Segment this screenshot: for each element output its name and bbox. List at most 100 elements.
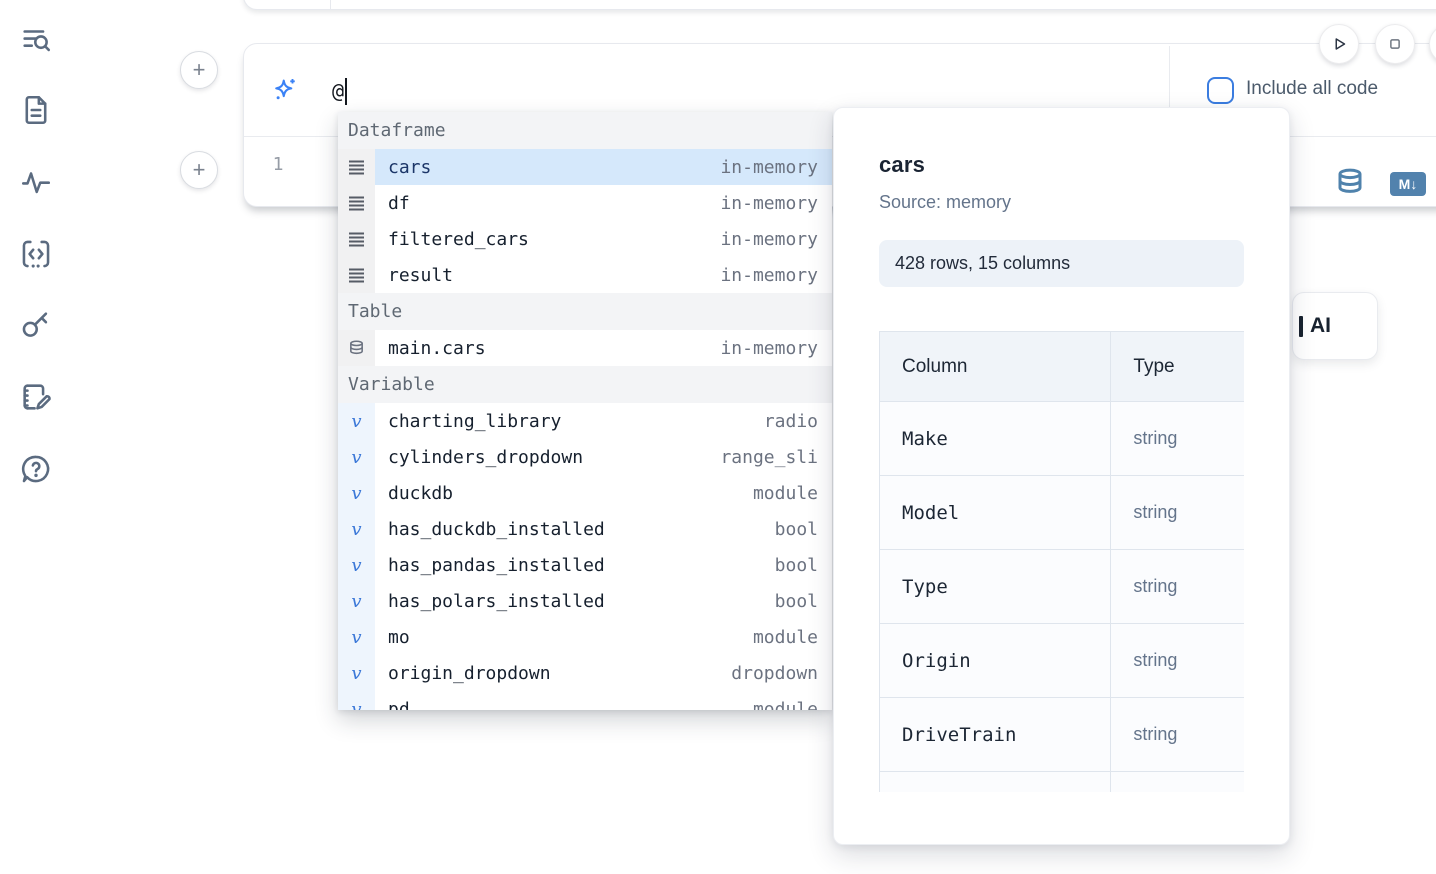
- ai-sparkle-icon: [270, 75, 300, 105]
- include-all-code-checkbox[interactable]: [1207, 77, 1234, 104]
- schema-row: DriveTrainstring: [880, 698, 1245, 772]
- schema-table: Column Type MakestringModelstringTypestr…: [879, 331, 1244, 792]
- autocomplete-item-name: has_duckdb_installed: [375, 519, 775, 540]
- dataframe-preview-panel: cars Source: memory 428 rows, 15 columns…: [833, 107, 1290, 845]
- variable-icon: v: [338, 655, 375, 691]
- run-cell-button[interactable]: [1319, 24, 1359, 64]
- autocomplete-item-type: range_sli: [720, 447, 832, 468]
- autocomplete-item-duckdb[interactable]: vduckdbmodule: [338, 475, 832, 511]
- schema-column-name: DriveTrain: [880, 698, 1111, 772]
- schema-column-name: Type: [880, 550, 1111, 624]
- variable-icon: v: [338, 547, 375, 583]
- stop-icon: [1384, 33, 1406, 55]
- schema-column-name: Model: [880, 476, 1111, 550]
- activity-icon[interactable]: [19, 165, 53, 199]
- schema-header-type: Type: [1111, 332, 1244, 402]
- autocomplete-list: Dataframecarsin-memorydfin-memoryfiltere…: [338, 112, 832, 710]
- autocomplete-dropdown: Dataframecarsin-memorydfin-memoryfiltere…: [338, 112, 832, 710]
- text-cursor: [345, 78, 347, 105]
- scratchpad-icon[interactable]: [19, 380, 53, 414]
- variable-icon: v: [338, 691, 375, 710]
- autocomplete-item-type: in-memory: [720, 338, 832, 359]
- autocomplete-item-type: radio: [764, 411, 832, 432]
- autocomplete-item-filtered_cars[interactable]: filtered_carsin-memory: [338, 221, 832, 257]
- play-icon: [1328, 33, 1350, 55]
- preview-title: cars: [879, 152, 1244, 178]
- autocomplete-item-result[interactable]: resultin-memory: [338, 257, 832, 293]
- key-icon[interactable]: [19, 308, 53, 342]
- schema-row: [880, 772, 1245, 793]
- code-snippet-icon[interactable]: [19, 237, 53, 271]
- dataframe-rows-icon: [338, 221, 375, 257]
- file-document-icon[interactable]: [19, 93, 53, 127]
- variable-icon: v: [338, 511, 375, 547]
- autocomplete-item-cylinders_dropdown[interactable]: vcylinders_dropdownrange_sli: [338, 439, 832, 475]
- schema-header-column: Column: [880, 332, 1111, 402]
- schema-column-type: string: [1111, 624, 1244, 698]
- autocomplete-item-name: filtered_cars: [375, 229, 720, 250]
- autocomplete-item-name: origin_dropdown: [375, 663, 731, 684]
- schema-column-name: Origin: [880, 624, 1111, 698]
- autocomplete-item-name: charting_library: [375, 411, 764, 432]
- schema-column-type: string: [1111, 698, 1244, 772]
- toc-search-icon[interactable]: [19, 23, 53, 57]
- schema-row: Makestring: [880, 402, 1245, 476]
- markdown-icon[interactable]: M↓: [1390, 172, 1426, 196]
- autocomplete-item-type: bool: [775, 591, 832, 612]
- autocomplete-item-type: module: [753, 627, 832, 648]
- schema-row: Modelstring: [880, 476, 1245, 550]
- schema-column-name: [880, 772, 1111, 793]
- schema-column-type: string: [1111, 550, 1244, 624]
- autocomplete-item-name: cylinders_dropdown: [375, 447, 720, 468]
- stop-cell-button[interactable]: [1375, 24, 1415, 64]
- dataframe-rows-icon: [338, 185, 375, 221]
- preview-shape-badge: 428 rows, 15 columns: [879, 240, 1244, 287]
- schema-column-type: string: [1111, 402, 1244, 476]
- previous-cell-gutter-divider: [330, 0, 331, 10]
- variable-icon: v: [338, 619, 375, 655]
- autocomplete-item-type: in-memory: [720, 193, 832, 214]
- autocomplete-item-name: main.cars: [375, 338, 720, 359]
- generate-with-ai-button[interactable]: AI: [1292, 292, 1378, 360]
- variable-icon: v: [338, 583, 375, 619]
- autocomplete-item-has_pandas_installed[interactable]: vhas_pandas_installedbool: [338, 547, 832, 583]
- autocomplete-item-origin_dropdown[interactable]: vorigin_dropdowndropdown: [338, 655, 832, 691]
- autocomplete-group-header: Dataframe: [338, 112, 832, 149]
- autocomplete-item-df[interactable]: dfin-memory: [338, 185, 832, 221]
- autocomplete-group-header: Table: [338, 293, 832, 330]
- autocomplete-item-type: in-memory: [720, 265, 832, 286]
- ai-prompt-input[interactable]: @: [332, 74, 1152, 108]
- autocomplete-item-type: bool: [775, 519, 832, 540]
- variable-icon: v: [338, 403, 375, 439]
- autocomplete-item-type: module: [753, 699, 832, 711]
- autocomplete-item-main.cars[interactable]: main.carsin-memory: [338, 330, 832, 366]
- schema-table-body: MakestringModelstringTypestringOriginstr…: [880, 402, 1245, 793]
- autocomplete-item-has_polars_installed[interactable]: vhas_polars_installedbool: [338, 583, 832, 619]
- autocomplete-item-type: in-memory: [720, 229, 832, 250]
- autocomplete-item-cars[interactable]: carsin-memory: [338, 149, 832, 185]
- autocomplete-item-name: duckdb: [375, 483, 753, 504]
- line-number: 1: [266, 154, 290, 175]
- autocomplete-item-type: module: [753, 483, 832, 504]
- schema-row: Originstring: [880, 624, 1245, 698]
- autocomplete-item-type: dropdown: [731, 663, 832, 684]
- autocomplete-item-charting_library[interactable]: vcharting_libraryradio: [338, 403, 832, 439]
- clipped-letter: [1299, 316, 1303, 337]
- preview-source: Source: memory: [879, 192, 1244, 213]
- autocomplete-item-pd[interactable]: vpdmodule: [338, 691, 832, 710]
- schema-column-type: [1111, 772, 1244, 793]
- autocomplete-item-mo[interactable]: vmomodule: [338, 619, 832, 655]
- autocomplete-item-has_duckdb_installed[interactable]: vhas_duckdb_installedbool: [338, 511, 832, 547]
- add-cell-button-top[interactable]: +: [180, 51, 218, 89]
- help-chat-icon[interactable]: [19, 452, 53, 486]
- autocomplete-item-name: mo: [375, 627, 753, 648]
- autocomplete-item-name: result: [375, 265, 720, 286]
- autocomplete-item-name: has_polars_installed: [375, 591, 775, 612]
- schema-table-wrap: Column Type MakestringModelstringTypestr…: [879, 331, 1244, 792]
- database-icon[interactable]: [1335, 164, 1365, 202]
- autocomplete-item-name: df: [375, 193, 720, 214]
- dataframe-rows-icon: [338, 257, 375, 293]
- sidebar: [0, 0, 70, 874]
- variable-icon: v: [338, 439, 375, 475]
- add-cell-button-bottom[interactable]: +: [180, 151, 218, 189]
